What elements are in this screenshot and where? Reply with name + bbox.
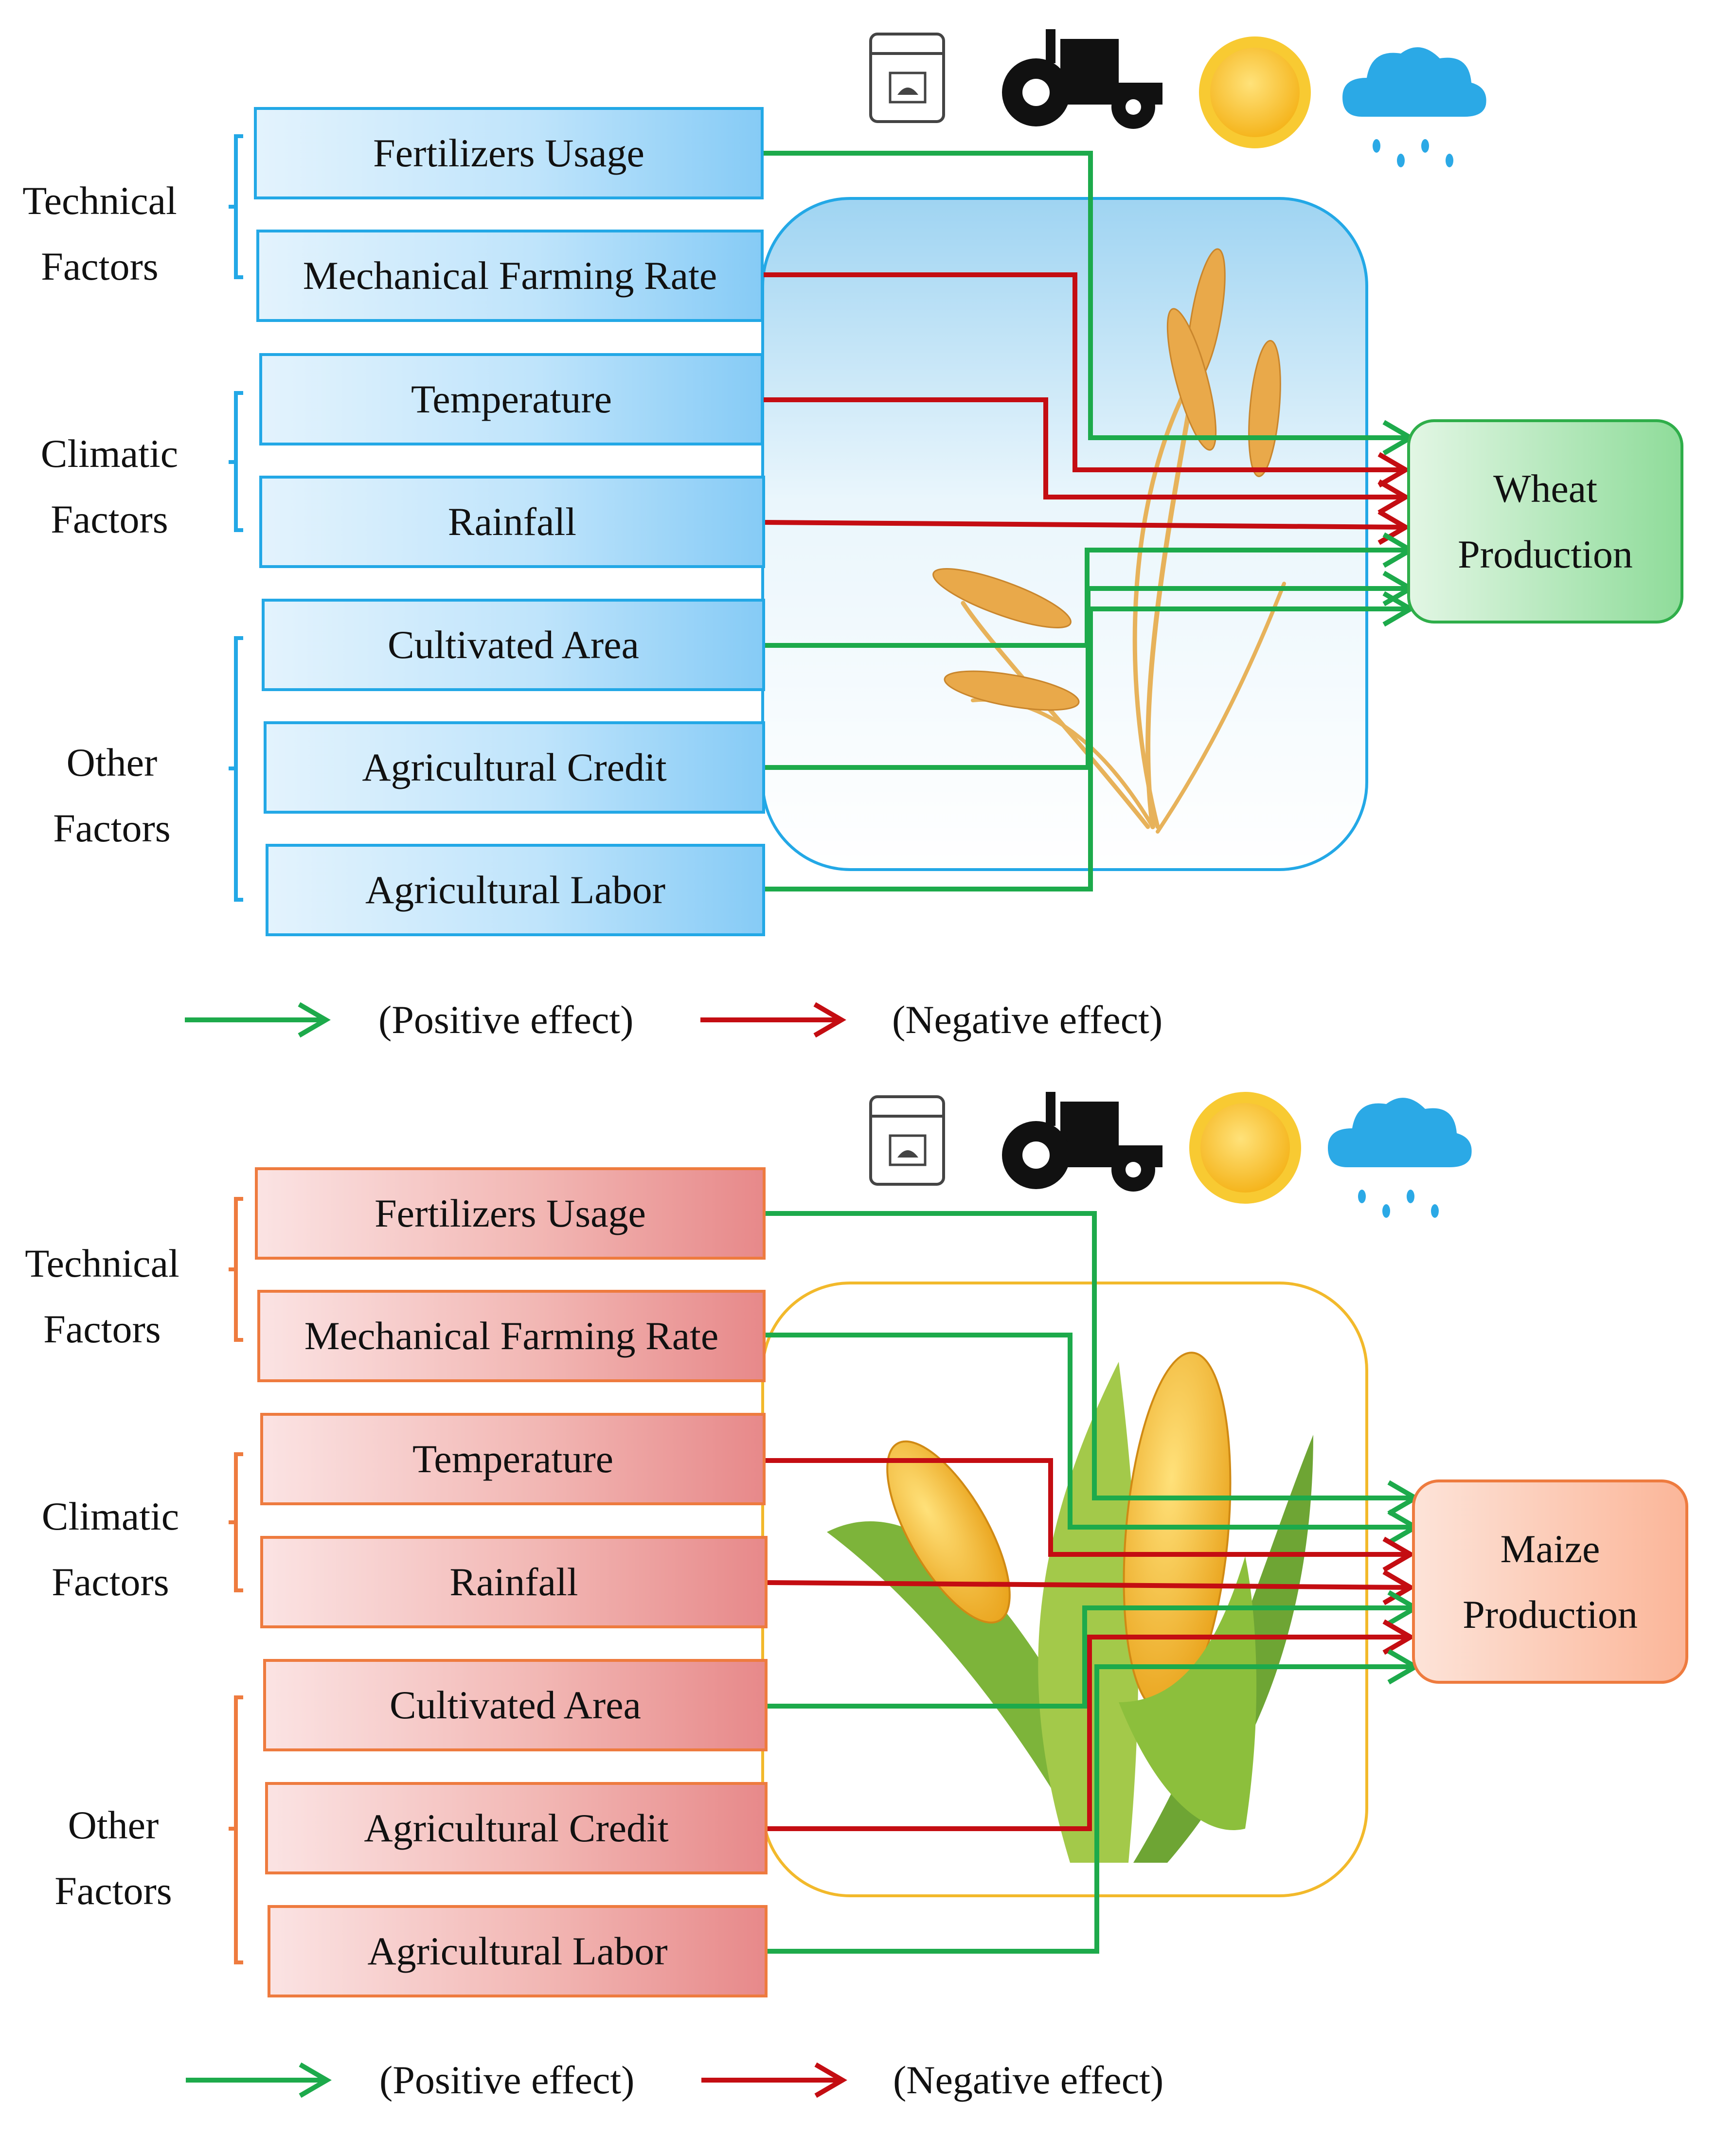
- output-label-line: Production: [1463, 1592, 1638, 1637]
- group-label-line: Factors: [41, 244, 159, 288]
- sun-icon: [1189, 1092, 1301, 1204]
- group-label-other: Other Factors: [22, 730, 202, 861]
- group-label-climatic: Climatic Factors: [20, 1483, 200, 1615]
- maize-image-panel: [761, 1282, 1368, 1897]
- legend-positive-arrow-head: [298, 1002, 331, 1038]
- wheat-image-panel: [761, 197, 1368, 871]
- factor-box-temperature: Temperature: [259, 353, 764, 445]
- maize-production-box: Maize Production: [1412, 1479, 1688, 1684]
- factor-label: Fertilizers Usage: [375, 1191, 646, 1235]
- group-bracket: [229, 134, 243, 902]
- factor-box-temperature: Temperature: [260, 1413, 766, 1505]
- fertilizer-bag-icon: [869, 1095, 945, 1186]
- maize-arrow-labor: [768, 1664, 1415, 1954]
- group-label-line: Other: [66, 740, 158, 784]
- wheat-arrow-mechanical: [764, 272, 1406, 472]
- wheat-arrow-temperature: [764, 397, 1406, 499]
- factor-label: Cultivated Area: [390, 1683, 641, 1727]
- maize-arrow-rainfall-head: [1382, 1569, 1415, 1605]
- factor-box-fertilizers: Fertilizers Usage: [254, 107, 764, 199]
- factor-label: Temperature: [411, 377, 612, 421]
- legend-arrows: [185, 1002, 847, 2098]
- group-label-line: Factors: [51, 497, 168, 541]
- output-label-line: Maize: [1500, 1527, 1600, 1571]
- factor-label: Fertilizers Usage: [373, 131, 644, 175]
- factor-label: Agricultural Labor: [367, 1929, 668, 1973]
- group-label-line: Factors: [52, 1560, 169, 1604]
- factor-box-fertilizers: Fertilizers Usage: [255, 1167, 766, 1260]
- factor-box-labor: Agricultural Labor: [266, 844, 765, 936]
- factor-box-mechanical: Mechanical Farming Rate: [257, 1290, 766, 1382]
- factor-box-credit: Agricultural Credit: [265, 1782, 768, 1874]
- group-bracket: [229, 1197, 243, 1964]
- tractor-icon: [1002, 29, 1162, 129]
- factor-box-area: Cultivated Area: [263, 1659, 768, 1751]
- group-label-line: Climatic: [40, 431, 179, 476]
- group-label-line: Technical: [22, 178, 177, 223]
- group-label-other: Other Factors: [23, 1792, 203, 1924]
- output-label-line: Production: [1458, 532, 1633, 576]
- legend-positive-arrow-head: [299, 2062, 332, 2098]
- factor-label: Agricultural Credit: [364, 1806, 669, 1850]
- wheat-production-box: Wheat Production: [1407, 419, 1683, 624]
- legend-negative-arrow-head: [813, 1002, 846, 1038]
- factor-label: Agricultural Labor: [365, 868, 666, 912]
- maize-arrow-credit: [768, 1635, 1411, 1831]
- group-label-technical: Technical Factors: [10, 168, 190, 299]
- maize-arrow-temperature-head: [1382, 1536, 1415, 1572]
- legend-negative-arrow-head: [814, 2062, 847, 2098]
- group-label-technical: Technical Factors: [12, 1230, 192, 1362]
- sun-icon: [1199, 36, 1311, 148]
- factor-label: Mechanical Farming Rate: [304, 1314, 719, 1358]
- factor-label: Mechanical Farming Rate: [303, 253, 717, 298]
- wheat-arrow-fertilizers: [764, 151, 1411, 440]
- maize-arrow-temperature: [766, 1458, 1411, 1557]
- group-label-line: Other: [68, 1803, 159, 1847]
- wheat-arrow-labor: [765, 606, 1411, 891]
- wheat-arrow-rainfall: [763, 520, 1406, 530]
- effect-connectors: [763, 151, 1420, 1954]
- factor-box-mechanical: Mechanical Farming Rate: [256, 230, 764, 322]
- group-label-line: Technical: [25, 1241, 179, 1285]
- fertilizer-bag-icon: [869, 33, 945, 123]
- factor-label: Rainfall: [447, 499, 577, 544]
- factor-box-credit: Agricultural Credit: [264, 721, 765, 814]
- legend-positive-label: (Positive effect): [379, 2058, 635, 2102]
- group-label-line: Factors: [43, 1307, 161, 1351]
- factor-label: Rainfall: [449, 1560, 578, 1604]
- maize-arrow-mechanical: [766, 1333, 1415, 1530]
- legend-positive-label: (Positive effect): [378, 998, 634, 1042]
- factor-box-labor: Agricultural Labor: [268, 1905, 768, 1997]
- factor-box-rainfall: Rainfall: [260, 1536, 768, 1628]
- group-label-line: Climatic: [41, 1494, 179, 1538]
- group-label-line: Factors: [53, 806, 171, 850]
- factor-box-area: Cultivated Area: [262, 599, 765, 691]
- maize-arrow-fertilizers: [766, 1211, 1415, 1500]
- group-label-climatic: Climatic Factors: [19, 421, 199, 552]
- group-label-line: Factors: [54, 1869, 172, 1913]
- factor-label: Temperature: [412, 1437, 614, 1481]
- factor-label: Agricultural Credit: [362, 745, 667, 789]
- factor-label: Cultivated Area: [388, 623, 639, 667]
- tractor-icon: [1002, 1092, 1162, 1192]
- legend-negative-label: (Negative effect): [892, 998, 1163, 1042]
- wheat-arrow-mechanical-head: [1377, 452, 1411, 488]
- wheat-arrow-temperature-head: [1377, 479, 1411, 515]
- legend-negative-label: (Negative effect): [893, 2058, 1164, 2102]
- maize-arrow-credit-head: [1382, 1619, 1415, 1655]
- rain-cloud-icon: [1328, 1098, 1472, 1218]
- output-label-line: Wheat: [1493, 466, 1597, 511]
- rain-cloud-icon: [1342, 47, 1486, 167]
- maize-arrow-area: [768, 1605, 1415, 1709]
- factor-box-rainfall: Rainfall: [259, 476, 765, 568]
- maize-arrow-rainfall: [767, 1580, 1411, 1590]
- wheat-illustration: [932, 248, 1286, 834]
